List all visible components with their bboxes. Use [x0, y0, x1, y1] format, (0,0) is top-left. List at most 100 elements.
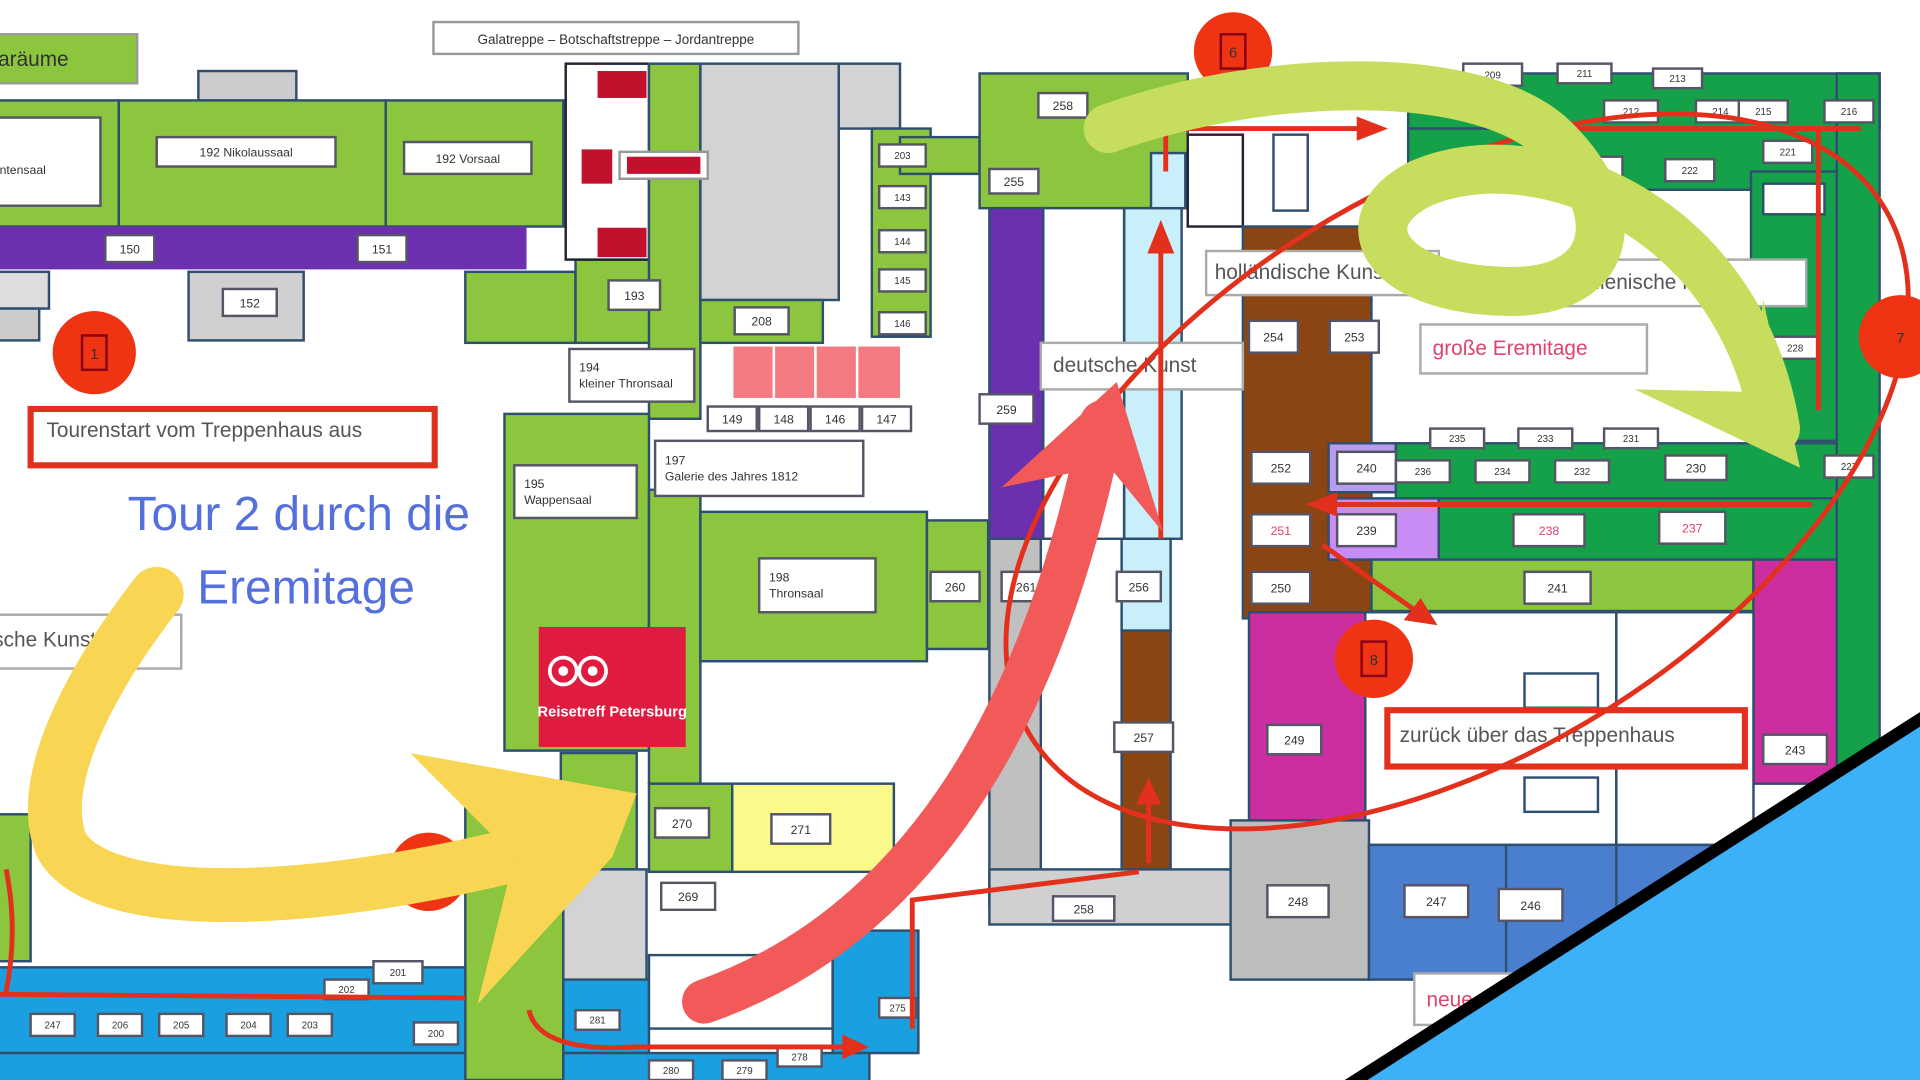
room-number: 241 — [1547, 582, 1568, 596]
room-number: 203 — [894, 151, 911, 162]
room-label-b281: 281 — [574, 1008, 621, 1032]
room-number: 192 Vorsaal — [435, 152, 500, 166]
room-number: 204 — [240, 1021, 257, 1032]
room-label-r255: 255 — [988, 167, 1040, 195]
corner-triangle — [1344, 712, 1920, 1080]
room-label-r247: 247 — [1403, 884, 1470, 919]
room-number: 200 — [428, 1029, 445, 1040]
room-label-b203: 203 — [286, 1012, 334, 1038]
room-number: 212 — [1623, 107, 1639, 118]
room-number: 149 — [722, 413, 743, 427]
room-number: 221 — [1780, 148, 1796, 159]
room-number: 243 — [1785, 743, 1806, 757]
room-number: 258 — [1073, 902, 1094, 916]
room-number: 280 — [663, 1066, 680, 1077]
room-number: 192 Nikolaussaal — [200, 146, 293, 160]
room-number: 152 — [240, 296, 261, 310]
zurueck-label: zurück über das Treppenhaus — [1400, 724, 1675, 747]
grosse-eremitage-label: große Eremitage — [1433, 337, 1588, 360]
room-number: 193 — [624, 289, 645, 303]
room-label-r221: 221 — [1762, 139, 1814, 165]
room-number: 248 — [1288, 895, 1309, 909]
room-label-r256: 256 — [1115, 570, 1163, 603]
room-number: 215 — [1755, 107, 1772, 118]
room-number: 239 — [1356, 524, 1377, 538]
room-label-r237: 237 — [1657, 510, 1727, 545]
room-label-s146b: 146 — [809, 405, 861, 433]
room-label-r243: 243 — [1762, 733, 1829, 766]
klassische-kunst-label: klassische Kunst — [0, 629, 96, 652]
room-number: 275 — [889, 1003, 906, 1014]
room-label-r269: 269 — [660, 881, 717, 912]
room-number: 249 — [1284, 733, 1305, 747]
room-label-b279: 279 — [721, 1059, 768, 1080]
tour-start-label: Tourenstart vom Treppenhaus aus — [47, 419, 363, 442]
room-label-r216: 216 — [1823, 99, 1875, 124]
reisetreff-logo: Reisetreff Petersburg — [538, 626, 687, 747]
highlight-ellipse — [1003, 111, 1911, 832]
room-label-r253: 253 — [1328, 319, 1380, 354]
room-label-b201: 201 — [372, 960, 424, 985]
room-label-r254: 254 — [1247, 319, 1300, 354]
room-number: 258 — [1053, 99, 1074, 113]
room-number: 216 — [1841, 107, 1858, 118]
marker-1: 1 — [52, 311, 136, 395]
room-number: 278 — [791, 1052, 808, 1063]
room-number: 214 — [1712, 107, 1729, 118]
red-arrow — [682, 382, 1164, 1024]
room-number: 271 — [791, 823, 812, 837]
room-label-r249: 249 — [1266, 723, 1323, 756]
room-label-s149: 149 — [706, 405, 758, 433]
room-number: 228 — [1787, 343, 1804, 354]
room-label-b206: 206 — [96, 1012, 144, 1038]
room-label-r250: 250 — [1250, 570, 1312, 605]
room-label-r271: 271 — [770, 813, 832, 845]
room-label-r203: 203 — [877, 143, 927, 168]
room-label-r231: 231 — [1602, 427, 1660, 450]
svg-text:8: 8 — [1370, 653, 1378, 669]
room-number: 213 — [1669, 74, 1686, 85]
green-arrow — [1083, 61, 1800, 468]
marker-7: 7 — [1858, 295, 1920, 379]
room-label-s147: 147 — [860, 405, 913, 433]
room-number: 257 — [1133, 731, 1154, 745]
room-number: 146 — [894, 319, 911, 330]
room-label-r192v: 192 Vorsaal — [402, 140, 533, 176]
room-number: 254 — [1263, 331, 1284, 345]
room-number: 269 — [678, 890, 699, 904]
room-label-r222: 222 — [1664, 157, 1716, 183]
room-label-r208: 208 — [733, 306, 790, 336]
room-label-r234: 234 — [1474, 459, 1531, 484]
room-number: 201 — [390, 968, 406, 979]
room-label-r144: 144 — [877, 228, 927, 254]
room-number: 202 — [338, 985, 354, 996]
svg-text:7: 7 — [1896, 331, 1904, 347]
room-label-b280: 280 — [647, 1059, 695, 1080]
room-label-r238: 238 — [1512, 513, 1586, 548]
svg-text:1: 1 — [90, 347, 98, 363]
room-number: 145 — [894, 276, 911, 287]
room-number: 206 — [112, 1021, 129, 1032]
room-label-r251: 251 — [1250, 513, 1312, 548]
staircase-label: Galatreppe – Botschaftstreppe – Jordantr… — [478, 32, 755, 47]
room-label-r146: 146 — [877, 311, 927, 336]
room-number: 237 — [1682, 522, 1703, 536]
room-label-b200: 200 — [412, 1021, 460, 1046]
room-number: 227 — [1841, 462, 1857, 473]
room-label-r230: 230 — [1664, 454, 1728, 482]
room-number: 251 — [1271, 524, 1292, 538]
room-number: 222 — [1682, 166, 1698, 177]
room-label-r252: 252 — [1250, 450, 1312, 485]
room-label-b205: 205 — [157, 1012, 205, 1038]
tour-title-line2: Eremitage — [197, 562, 415, 615]
room-number: 261 — [1016, 580, 1037, 594]
room-label-r233: 233 — [1517, 427, 1574, 450]
room-number: 259 — [996, 403, 1017, 417]
room-label-r213: 213 — [1651, 67, 1704, 90]
